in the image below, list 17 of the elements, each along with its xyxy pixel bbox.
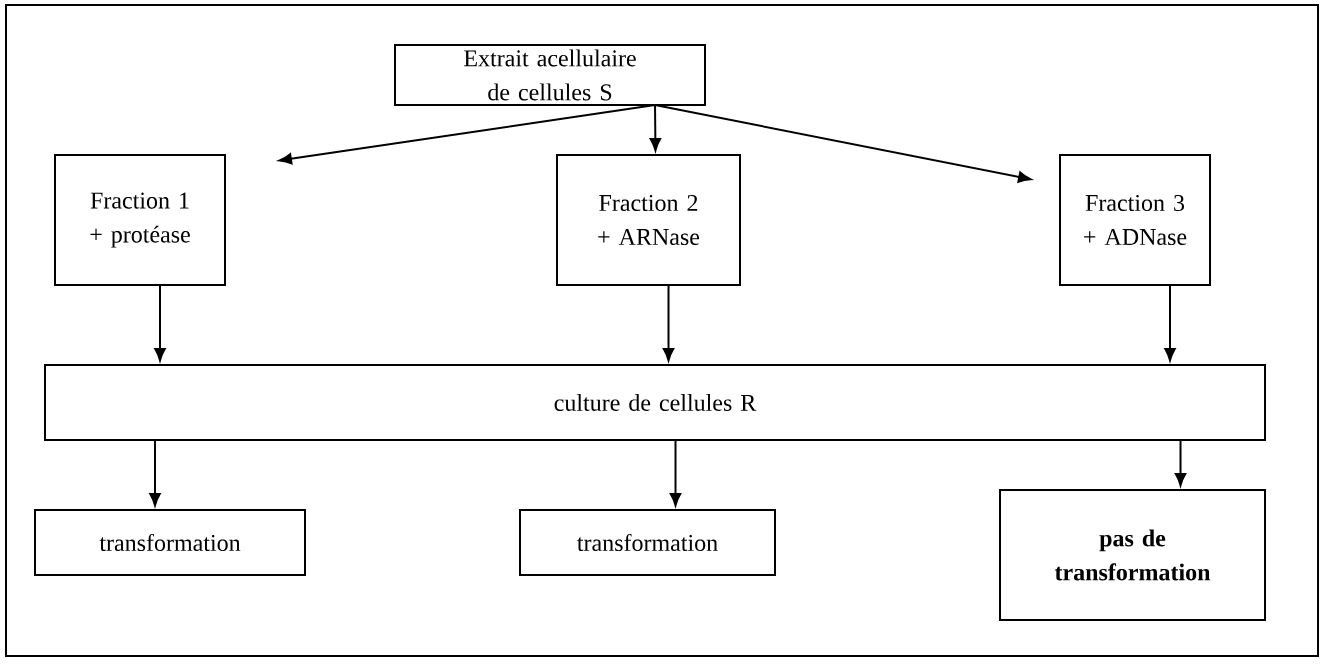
fraction-box: Fraction 3 + ADNase <box>1059 154 1211 286</box>
arrow <box>1164 285 1176 362</box>
result-box: transformation <box>34 509 306 576</box>
source-box: Extrait acellulaire de cellules S <box>394 44 706 106</box>
arrow <box>149 440 161 507</box>
fraction-box: Fraction 2 + ARNase <box>556 154 741 286</box>
arrow <box>649 104 662 152</box>
arrow <box>669 440 682 507</box>
culture-box: culture de cellules R <box>44 364 1266 441</box>
fraction-box: Fraction 1 + protéase <box>54 154 226 286</box>
arrow <box>662 285 675 362</box>
arrow <box>1174 440 1187 487</box>
arrow <box>278 104 656 165</box>
result-box: pas de transformation <box>999 489 1266 621</box>
arrow <box>154 285 166 362</box>
result-box: transformation <box>519 509 776 576</box>
arrow <box>654 104 1032 183</box>
